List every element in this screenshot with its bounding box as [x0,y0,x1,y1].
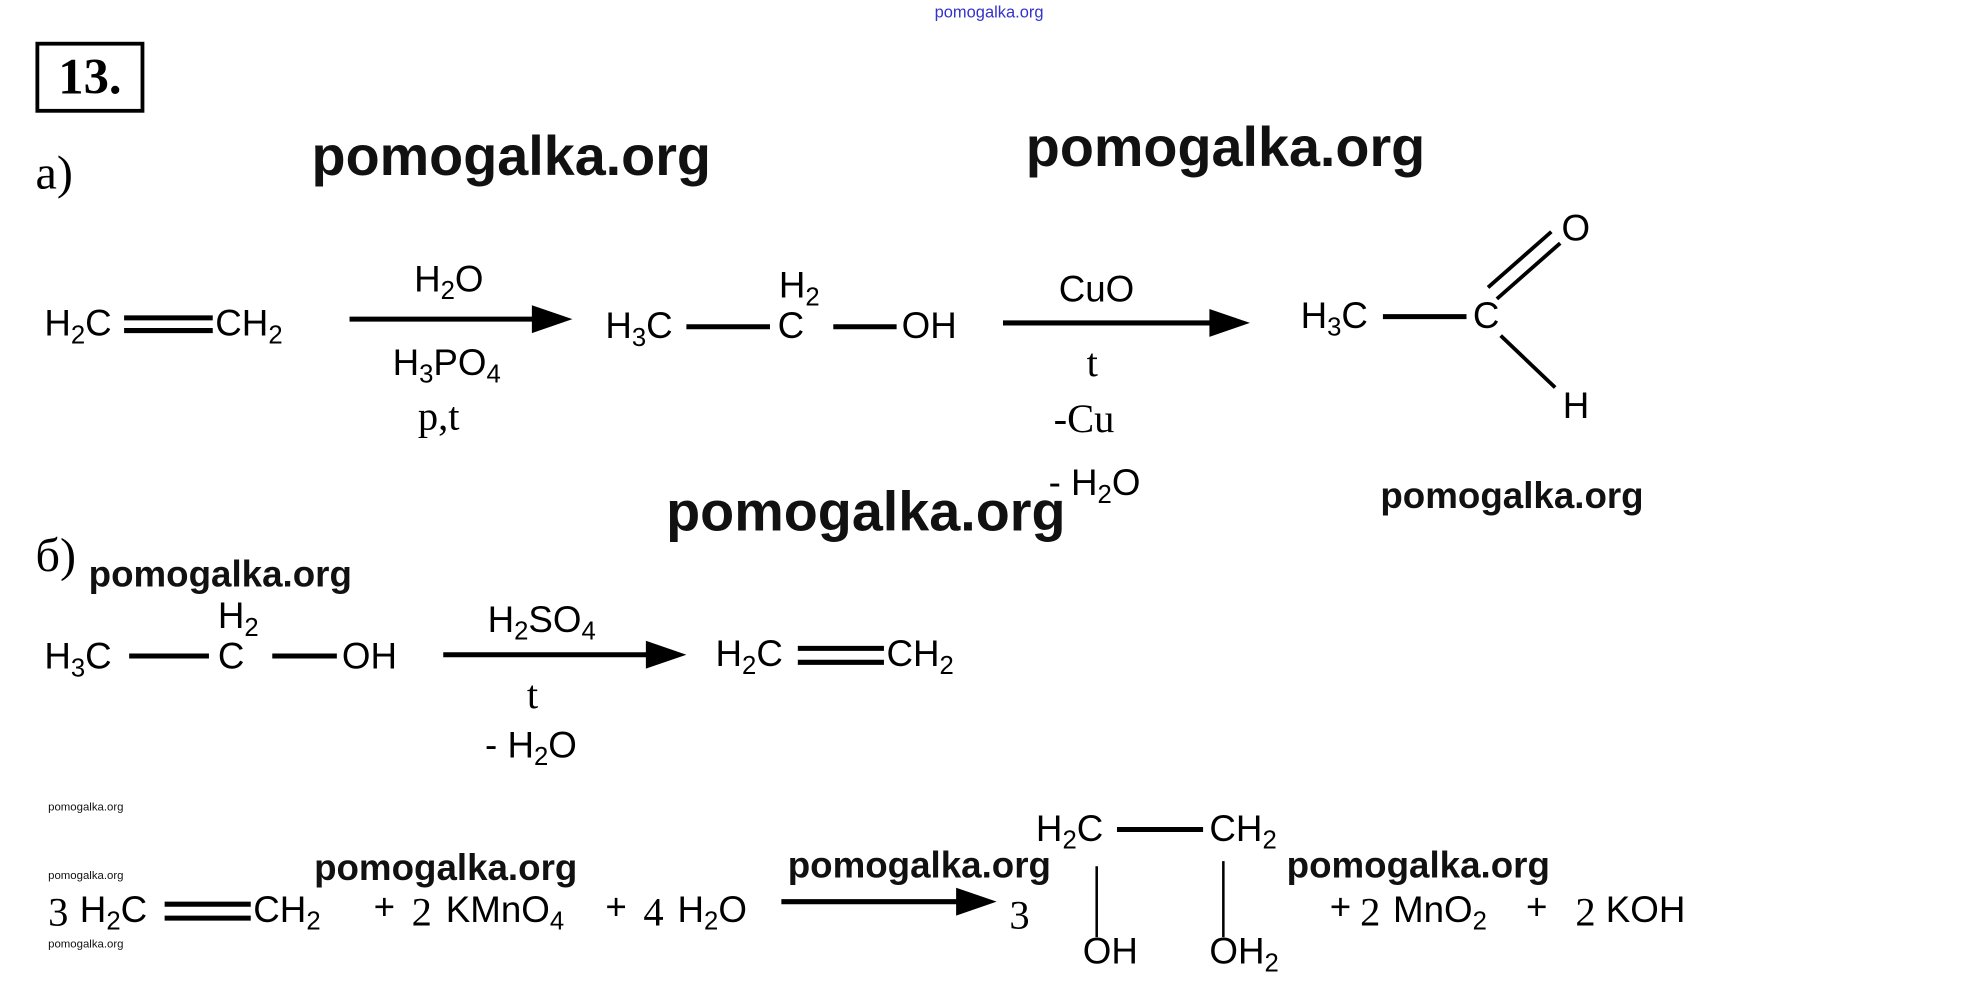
conditions: - H2O [485,725,577,772]
reagent: H3PO4 [392,343,501,389]
formula: H2C [44,303,112,350]
formula: OH [1082,932,1138,973]
conditions: t [1086,339,1098,385]
arrow-head [531,305,573,334]
watermark: pomogalka.org [1025,116,1426,179]
formula: H2 [217,596,259,643]
watermark: pomogalka.org [311,125,711,188]
problem-number: 13. [35,41,145,113]
top-watermark: pomogalka.org [934,2,1044,22]
part-a-label: а) [35,146,73,201]
watermark: pomogalka.org [1286,845,1550,887]
plus-sign: + [373,887,396,929]
plus-sign: + [1329,887,1352,929]
formula: OH2 [1209,932,1279,978]
formula: H2C [79,890,148,936]
formula: H2O [677,890,747,936]
coefficient: 3 [1009,891,1030,938]
formula: H2 [778,265,820,312]
formula: H [1562,386,1590,427]
watermark: pomogalka.org [48,868,124,882]
conditions: -Cu [1053,395,1115,441]
formula: MnO2 [1393,890,1487,936]
formula: KOH [1605,890,1686,931]
formula: CH2 [215,303,283,350]
formula: CH2 [886,634,954,681]
formula: O [1561,208,1591,250]
formula: H3C [1300,296,1368,343]
coefficient: 4 [643,889,664,935]
reagent: H2O [414,259,484,306]
watermark: pomogalka.org [48,937,124,950]
coefficient: 2 [1360,889,1381,935]
plus-sign: + [605,887,627,929]
coefficient: 2 [411,889,432,935]
part-b-label: б) [35,529,76,583]
formula: H2C [715,634,783,681]
formula: C [777,306,805,347]
formula: CH2 [1209,809,1277,855]
arrow-head [956,887,997,916]
coefficient: 3 [48,889,69,935]
reagent: H2SO4 [487,600,596,646]
formula: H2C [1035,809,1104,855]
conditions: - H2O [1048,463,1141,510]
coefficient: 2 [1575,889,1596,935]
arrow-head [1209,309,1250,337]
conditions: t [526,671,539,717]
formula: H3C [605,306,673,353]
watermark: pomogalka.org [88,554,352,596]
formula: KMnO4 [445,890,565,936]
watermark: pomogalka.org [314,848,578,890]
plus-sign: + [1526,887,1548,929]
formula: CH2 [253,890,321,936]
formula: H3C [44,636,112,683]
reagent: CuO [1058,269,1135,311]
watermark: pomogalka.org [666,481,1066,544]
formula: OH [341,636,398,678]
formula: OH [901,306,957,347]
formula: C [217,636,245,678]
conditions: p,t [417,392,460,439]
watermark: pomogalka.org [787,845,1051,887]
arrow-head [645,640,687,669]
formula: C [1472,296,1500,337]
watermark: pomogalka.org [1380,476,1644,517]
watermark: pomogalka.org [48,800,124,814]
